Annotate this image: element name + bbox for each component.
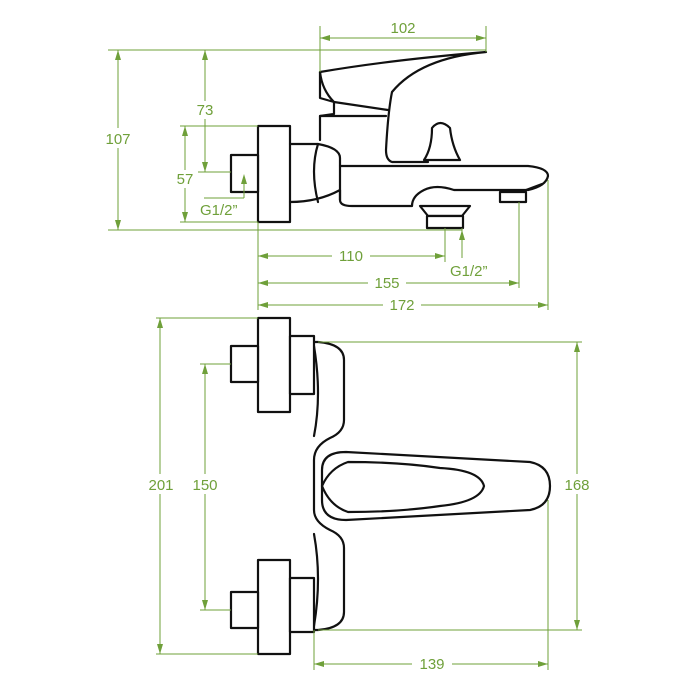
side-view-wall-flange <box>256 124 292 224</box>
top-view <box>229 316 552 656</box>
dim-overall-depth-label: 172 <box>389 297 414 314</box>
side-view-lever <box>318 50 488 164</box>
dim-spout-reach-label: 155 <box>374 275 399 292</box>
side-view-diverter-knob <box>422 121 462 162</box>
side-view-body <box>288 142 550 208</box>
side-view <box>229 50 550 230</box>
dim-inlet-height-label: 57 <box>177 171 194 188</box>
dim-outlet-thread-label: G1/2” <box>450 263 488 280</box>
top-view-upper-flange <box>229 316 316 414</box>
side-view-outlet-nut <box>418 204 472 230</box>
side-view-spout-tip <box>498 182 544 204</box>
dim-outlet-offset-label: 110 <box>339 248 363 265</box>
dim-body-width-label: 168 <box>564 477 589 494</box>
dim-overall-height-label: 107 <box>105 131 130 148</box>
dim-spout-top-width-label: 102 <box>390 20 415 37</box>
dim-inlet-spacing-label: 150 <box>192 477 217 494</box>
dim-overall-width-label: 201 <box>148 477 173 494</box>
top-view-body <box>288 340 346 632</box>
side-view-dimensions: 102 107 73 57 G1/2” <box>100 18 549 314</box>
top-view-dimensions: 201 150 168 139 <box>143 317 596 673</box>
dim-inlet-thread-label: G1/2” <box>200 202 238 219</box>
dim-lever-height-label: 73 <box>197 102 214 119</box>
top-view-lower-flange <box>229 558 316 656</box>
top-view-lever <box>320 450 552 522</box>
dim-lever-reach-label: 139 <box>419 656 444 673</box>
